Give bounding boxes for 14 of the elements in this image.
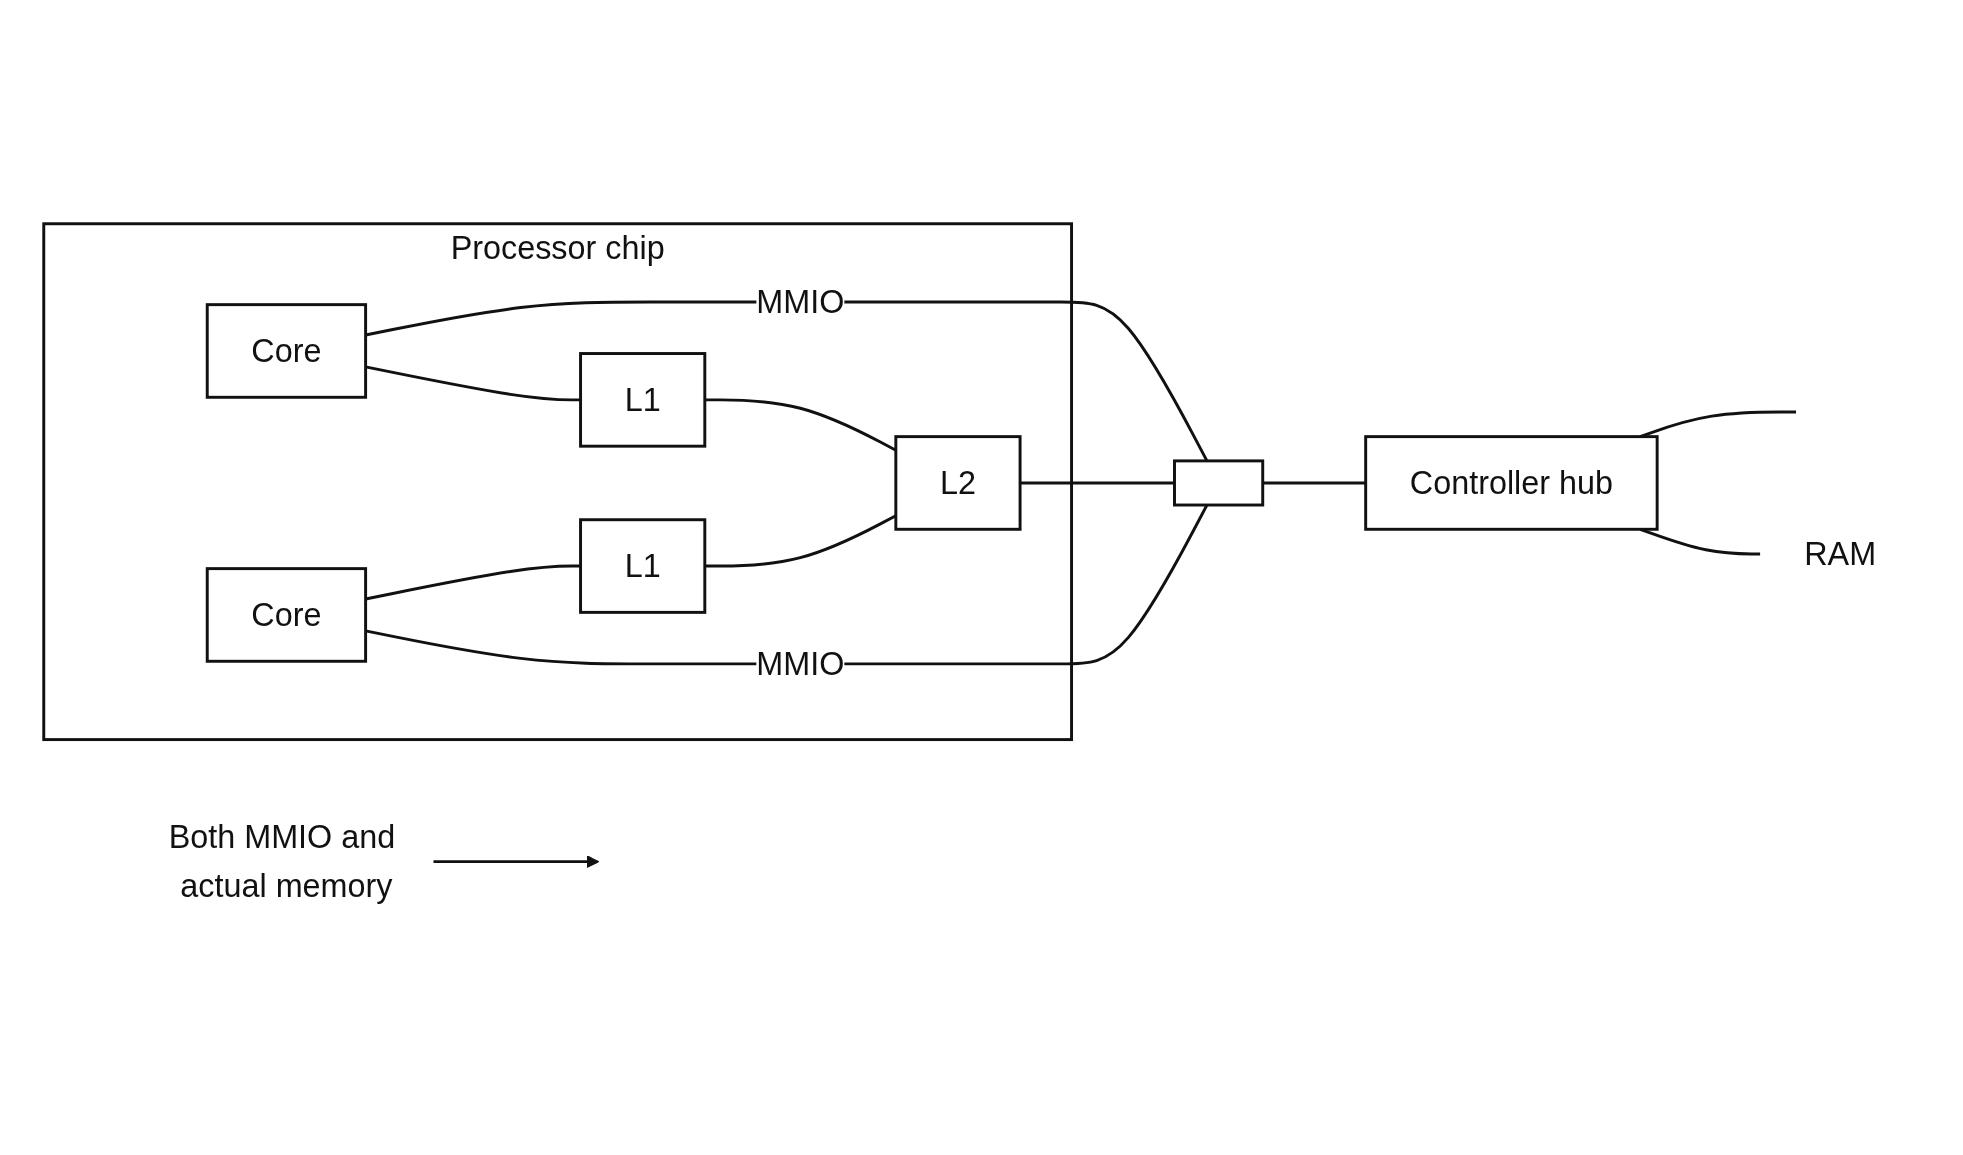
process-box: L1 (578, 351, 706, 448)
connector-line (704, 397, 896, 451)
process-box: Core (205, 566, 367, 663)
interface-box (1172, 458, 1264, 506)
connector-line (1019, 481, 1174, 484)
process-box: L2 (893, 434, 1022, 531)
process-box: Controller hub (1363, 434, 1659, 531)
connector-line (704, 513, 896, 567)
connector-line (1262, 481, 1366, 484)
process-box: L1 (578, 517, 706, 614)
note-text: Both MMIO and actual memory (168, 818, 395, 904)
process-box: Core (205, 302, 367, 399)
note-text: RAM (1803, 535, 1876, 572)
arrow (433, 854, 599, 868)
